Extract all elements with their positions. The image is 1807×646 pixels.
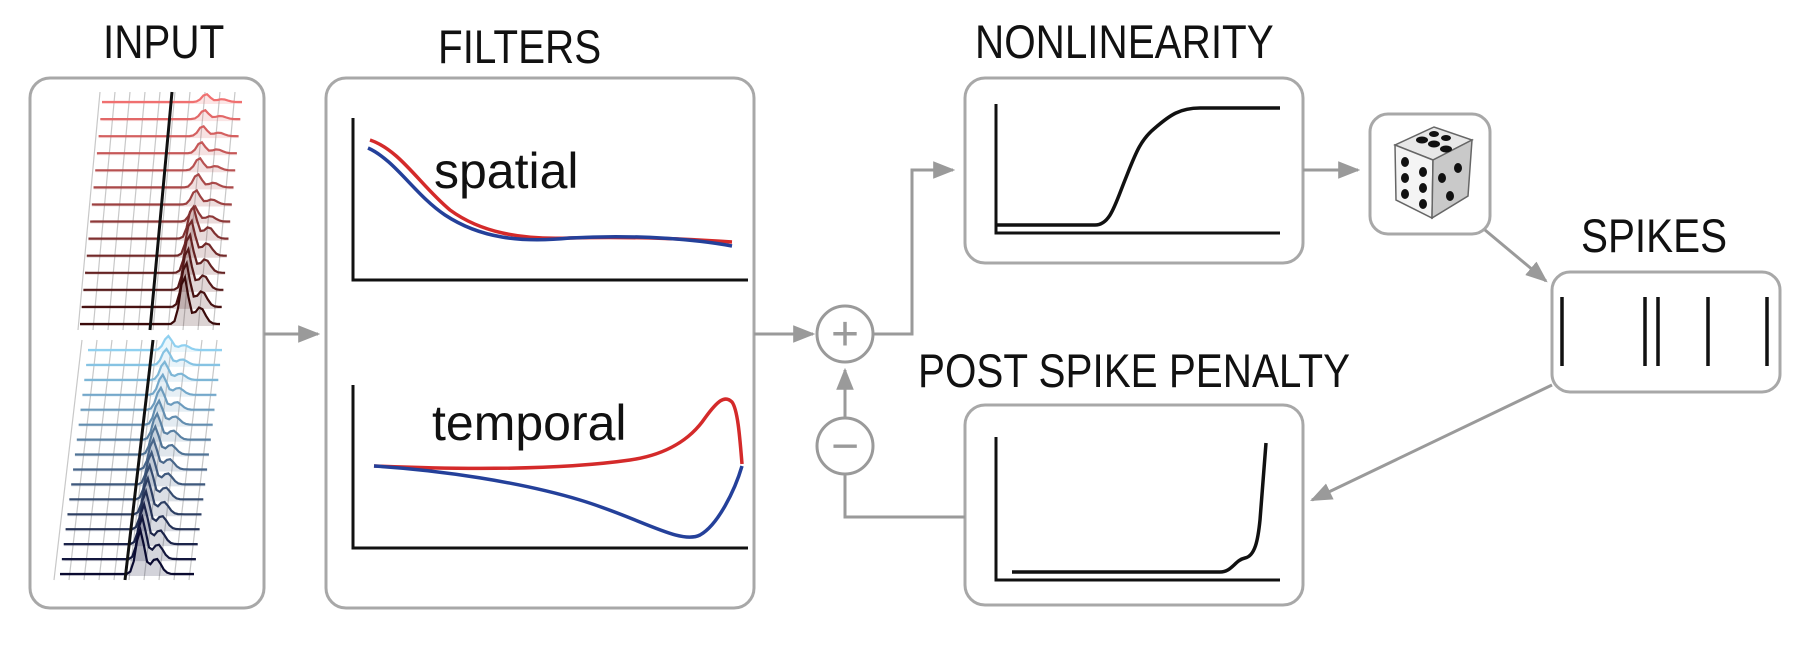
nonlinearity-axes (994, 104, 1280, 235)
input-trace (73, 436, 208, 471)
input-trace (71, 449, 206, 486)
dice-icon (1393, 126, 1474, 220)
input-trace (88, 334, 222, 352)
input-trace (69, 462, 204, 501)
arrow-dice-to-spikes (1484, 228, 1548, 283)
input-title: INPUT (103, 15, 225, 68)
input-trace-fill (102, 94, 242, 104)
temporal-blue-curve (373, 464, 744, 539)
input-trace-fill (88, 336, 222, 352)
temporal-red-curve (373, 397, 744, 471)
input-trace-fill (83, 249, 224, 292)
input-grid-line (158, 339, 188, 581)
spatial-filter-plot (351, 118, 748, 282)
input-trace (78, 398, 213, 426)
filters-title: FILTERS (438, 20, 602, 73)
input-grid-line (77, 91, 101, 331)
spatial-blue-curve (367, 146, 733, 248)
arrow-sum-to-nonlinearity (873, 161, 956, 336)
nonlinearity-title: NONLINEARITY (975, 15, 1274, 68)
input-trace-fill (95, 158, 236, 173)
filters-box (324, 76, 756, 610)
spikes-title: SPIKES (1581, 209, 1728, 262)
input-trace-fill (80, 277, 220, 326)
input-trace-fill (85, 235, 226, 275)
input-blue-traces (53, 334, 222, 581)
nonlinearity-box (963, 76, 1305, 265)
input-trace-fill (91, 190, 232, 207)
penalty-axes (994, 437, 1280, 582)
input-trace-fill (81, 263, 222, 309)
input-trace (65, 487, 200, 531)
temporal-axes (351, 385, 748, 550)
post-spike-penalty-box (963, 403, 1305, 607)
arrow-spikes-to-penalty (1310, 383, 1553, 502)
input-trace (86, 347, 221, 367)
subtract-symbol: − (831, 420, 859, 473)
spike-train (1560, 297, 1769, 366)
input-trace (84, 359, 219, 381)
input-trace (82, 372, 217, 396)
post-spike-penalty-title: POST SPIKE PENALTY (918, 344, 1351, 397)
input-grid-line (197, 91, 221, 331)
input-trace-fill (100, 110, 241, 122)
arrow-penalty-to-subtract (843, 474, 965, 519)
input-trace (80, 385, 215, 411)
input-trace-fill (93, 174, 234, 190)
spatial-axes (351, 118, 748, 282)
temporal-filter-plot (351, 385, 748, 550)
post-spike-penalty-plot (994, 437, 1280, 582)
input-time-marker (123, 339, 155, 581)
spatial-label: spatial (434, 143, 579, 199)
penalty-curve (1012, 442, 1268, 574)
input-red-traces (77, 91, 242, 331)
input-trace-fill (98, 126, 239, 139)
input-trace (67, 474, 202, 516)
spikes-box (1550, 270, 1782, 394)
nonlinearity-plot (994, 104, 1280, 235)
nonlinearity-curve (996, 106, 1280, 227)
input-grid-line (53, 339, 83, 581)
input-grid-line (143, 339, 173, 581)
input-time-marker (148, 91, 174, 331)
input-trace (76, 411, 211, 441)
input-trace-fill (86, 221, 227, 258)
temporal-label: temporal (432, 395, 627, 451)
input-trace-fill (96, 142, 237, 156)
input-trace (74, 423, 209, 456)
sum-symbol: + (831, 308, 859, 361)
